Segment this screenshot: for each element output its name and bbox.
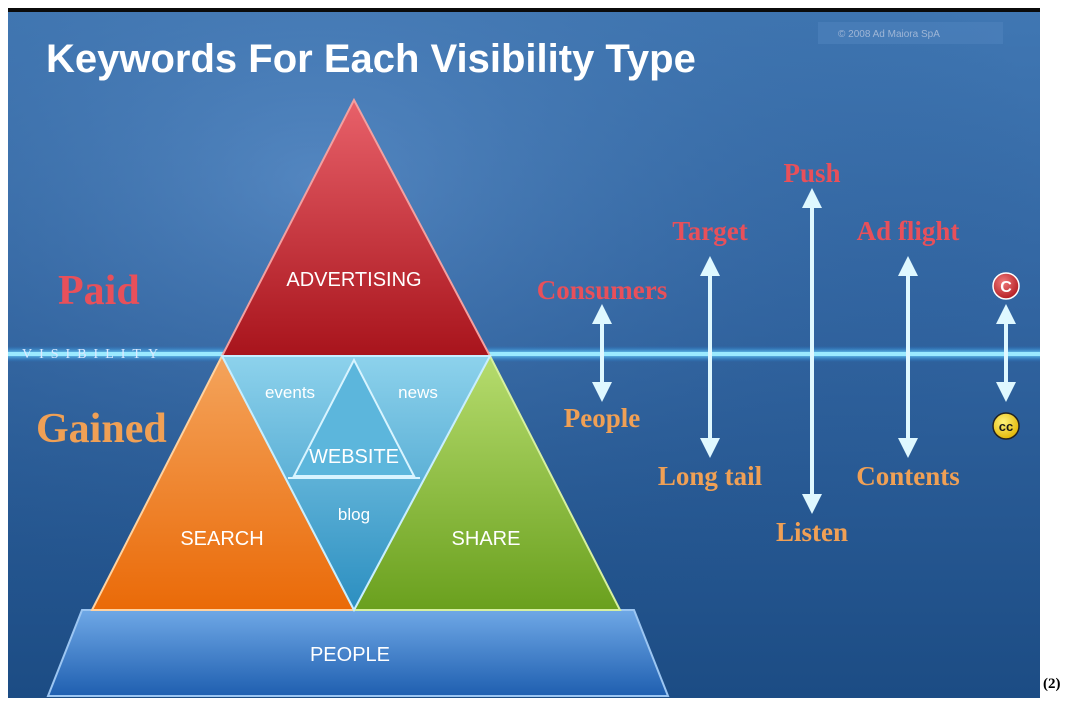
footnote-marker: (2): [1043, 676, 1061, 692]
website-segment: [220, 355, 492, 613]
creative-commons-icon: [992, 412, 1020, 440]
website-inner: [292, 357, 416, 477]
keyword-push: Push: [783, 158, 840, 188]
events-label: events: [265, 383, 315, 402]
blog-label: blog: [338, 505, 370, 524]
keyword-target: Target: [672, 216, 748, 246]
visibility-line: [8, 352, 1040, 356]
copyright-badge: C: [992, 272, 1020, 300]
website-label: WEBSITE: [309, 446, 399, 468]
slide: Keywords For Each Visibility Type © 2008…: [8, 8, 1040, 698]
search-label: SEARCH: [180, 528, 263, 550]
keyword-long-tail: Long tail: [658, 461, 763, 491]
creative-commons-letters: cc: [999, 419, 1013, 434]
copyright-c-icon: [992, 272, 1020, 300]
advertising-label: ADVERTISING: [286, 269, 421, 291]
copyright-text: © 2008 Ad Maiora SpA: [838, 29, 940, 40]
keyword-contents: Contents: [856, 461, 960, 491]
paid-label: Paid: [58, 268, 140, 314]
keyword-arrows: [592, 188, 1016, 514]
keyword-listen: Listen: [776, 517, 848, 547]
people-base-label: PEOPLE: [310, 644, 390, 666]
creative-commons-badge: cc: [992, 412, 1020, 440]
pyramid: [46, 97, 670, 697]
slide-canvas: Keywords For Each Visibility Type © 2008…: [8, 8, 1040, 698]
gained-label: Gained: [36, 406, 167, 452]
keyword-ad-flight: Ad flight: [857, 216, 960, 246]
keyword-people: People: [564, 403, 640, 433]
news-label: news: [398, 383, 438, 402]
keyword-consumers: Consumers: [537, 275, 668, 305]
copyright-c-letter: C: [1000, 279, 1012, 296]
share-label: SHARE: [452, 528, 521, 550]
slide-title: Keywords For Each Visibility Type: [46, 37, 696, 81]
top-border: [8, 8, 1040, 12]
copyright-box: [818, 22, 1003, 44]
visibility-label: VISIBILITY: [22, 347, 165, 362]
